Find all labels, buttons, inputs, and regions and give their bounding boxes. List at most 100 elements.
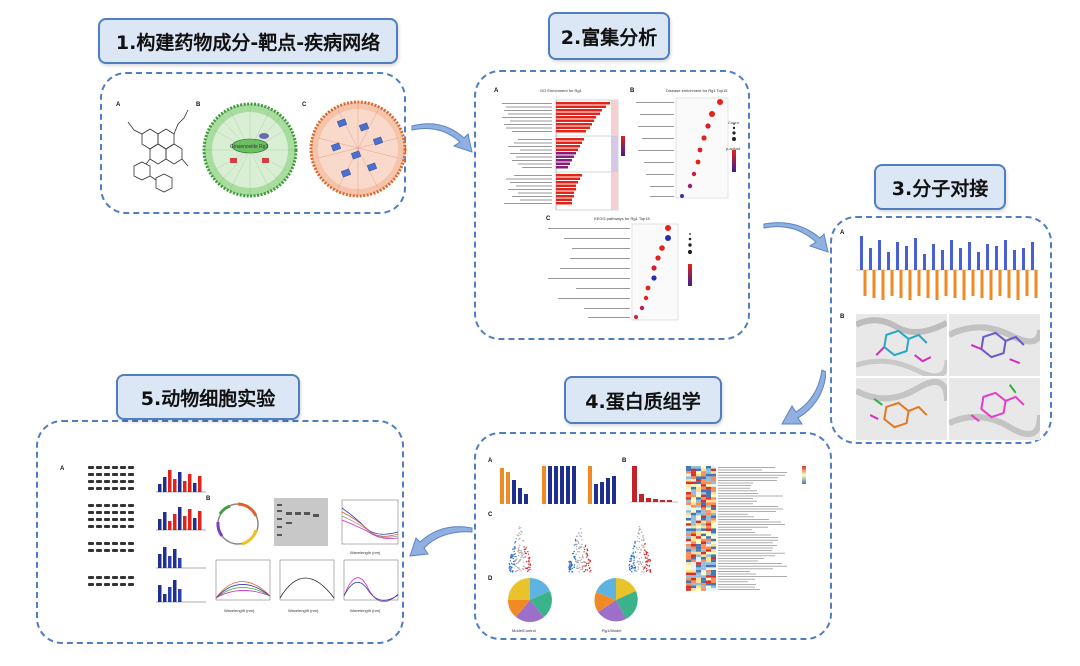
subfig-label-a: A bbox=[60, 466, 65, 472]
volcano-point bbox=[525, 547, 528, 549]
blot-band bbox=[112, 473, 118, 476]
blot-band bbox=[112, 480, 118, 483]
docking-bar bbox=[905, 246, 908, 270]
heatmap-cell bbox=[696, 525, 701, 529]
heatmap-cell bbox=[711, 575, 716, 578]
blot-band bbox=[104, 518, 110, 521]
volcano-point bbox=[636, 540, 639, 542]
heatmap-cell bbox=[701, 580, 706, 583]
volcano-point bbox=[518, 538, 520, 540]
volcano-point bbox=[575, 535, 578, 538]
volcano-point bbox=[575, 553, 577, 555]
volcano-point bbox=[630, 567, 633, 570]
volcano-point bbox=[637, 548, 639, 551]
volcano-point bbox=[628, 563, 631, 566]
heatmap-cell bbox=[711, 468, 716, 472]
volcano-point bbox=[650, 571, 652, 573]
heatmap-cell bbox=[691, 583, 696, 586]
volcano-point bbox=[646, 557, 648, 559]
wb-quant-bar bbox=[168, 470, 172, 492]
subfig-label-c: C bbox=[488, 512, 493, 518]
volcano-point bbox=[580, 568, 582, 571]
volcano-point bbox=[640, 563, 643, 565]
volcano-point bbox=[514, 560, 516, 562]
blot-band bbox=[88, 511, 94, 514]
fluorescence-spectrum-3 bbox=[343, 559, 399, 602]
subfig-label-b: B bbox=[840, 314, 845, 320]
heatmap-cell bbox=[701, 564, 706, 568]
heatmap-cell bbox=[686, 466, 691, 469]
heatmap-cell bbox=[696, 476, 701, 479]
volcano-point bbox=[634, 540, 636, 543]
wavelength-axis-label-3: Wavelength (nm) bbox=[350, 608, 381, 613]
blot-band bbox=[88, 504, 94, 507]
docking-bar-negative bbox=[881, 270, 885, 300]
blot-band bbox=[128, 480, 134, 483]
heatmap-cell bbox=[706, 486, 711, 490]
volcano-point bbox=[510, 570, 512, 572]
volcano-point bbox=[649, 569, 652, 571]
wb-quant-bar bbox=[168, 587, 172, 602]
heatmap-row-label bbox=[718, 500, 757, 502]
volcano-point bbox=[581, 543, 583, 546]
volcano-point bbox=[528, 559, 530, 561]
heatmap-cell bbox=[696, 557, 701, 560]
heatmap-cell bbox=[706, 466, 711, 469]
heatmap-cell bbox=[711, 481, 716, 485]
heatmap-cell bbox=[706, 525, 711, 529]
docking-score-bar-chart bbox=[856, 236, 1038, 300]
blot-band bbox=[96, 473, 102, 476]
kegg-chart-title: KEGG pathways for Rg1 Top15 bbox=[594, 216, 650, 221]
heatmap-cell bbox=[691, 575, 696, 578]
pie-chart-model-control bbox=[507, 578, 552, 623]
volcano-point bbox=[529, 564, 531, 566]
heatmap-cell bbox=[706, 502, 711, 505]
heatmap-cell bbox=[701, 481, 706, 485]
volcano-point bbox=[583, 548, 586, 551]
volcano-point bbox=[649, 559, 651, 561]
heatmap-cell bbox=[691, 481, 696, 485]
heatmap-cell bbox=[696, 510, 701, 513]
volcano-point bbox=[528, 561, 530, 563]
volcano-point bbox=[571, 567, 573, 570]
volcano-point bbox=[584, 544, 587, 547]
plasmid-map bbox=[216, 502, 259, 546]
volcano-point bbox=[637, 568, 640, 570]
volcano-point bbox=[516, 570, 519, 572]
blot-band bbox=[128, 518, 134, 521]
heatmap-cell bbox=[711, 572, 716, 576]
docking-bar bbox=[923, 254, 926, 270]
heatmap-cell bbox=[706, 476, 711, 479]
volcano-point bbox=[586, 569, 589, 571]
volcano-point bbox=[629, 560, 631, 563]
heatmap-cell bbox=[701, 546, 706, 550]
heatmap-cell bbox=[701, 497, 706, 500]
volcano-point bbox=[645, 551, 647, 553]
heatmap-cell bbox=[701, 536, 706, 539]
heatmap-cell bbox=[696, 564, 701, 568]
docking-bar-negative bbox=[1034, 270, 1038, 298]
heatmap-row-label bbox=[718, 586, 755, 588]
blot-band bbox=[88, 480, 94, 483]
volcano-point bbox=[527, 563, 530, 565]
wb-quant-bar bbox=[163, 547, 167, 568]
volcano-point bbox=[638, 529, 640, 531]
volcano-point bbox=[639, 560, 642, 563]
blot-band bbox=[104, 576, 110, 579]
heatmap-row-label bbox=[718, 480, 777, 481]
heatmap-cell bbox=[686, 551, 691, 555]
volcano-point bbox=[523, 546, 525, 548]
volcano-point bbox=[638, 557, 641, 560]
volcano-point bbox=[641, 544, 643, 546]
heatmap-cell bbox=[691, 466, 696, 469]
volcano-point bbox=[574, 556, 576, 558]
docking-bar-negative bbox=[998, 270, 1002, 296]
volcano-point bbox=[648, 569, 650, 571]
volcano-point bbox=[589, 561, 591, 563]
heatmap-row-label bbox=[718, 506, 778, 507]
volcano-point bbox=[585, 565, 587, 567]
heatmap-cell bbox=[711, 520, 716, 524]
heatmap-cell bbox=[701, 499, 706, 503]
curved-arrow-icon bbox=[409, 526, 473, 557]
heatmap-cell bbox=[711, 476, 716, 479]
